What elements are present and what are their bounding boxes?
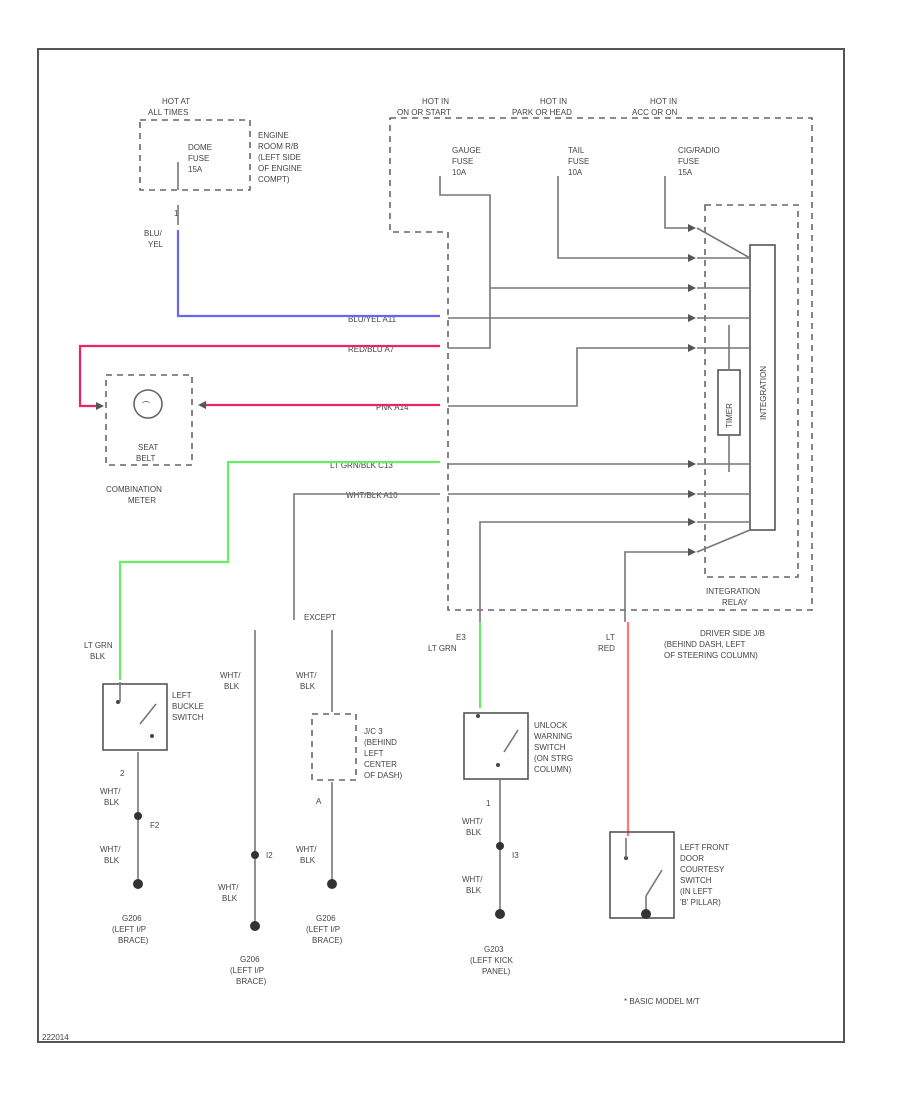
tail-fuse-feed [557, 176, 690, 259]
ground2-wire-label: WHT/BLK [218, 883, 239, 903]
ground-g203 [495, 909, 505, 919]
relay-bus-lines [696, 227, 751, 553]
wire-c13-label: LT GRN/BLK C13 [330, 461, 393, 470]
integration-relay-box [704, 204, 799, 578]
wire-a14-label: PNK A14 [376, 403, 409, 412]
ground-g206-b [250, 921, 260, 931]
jc3-box [311, 713, 357, 781]
wire-door-feed [624, 551, 690, 622]
left-buckle-switch[interactable] [102, 683, 168, 751]
buckle-contact-a [116, 700, 120, 704]
wire-a7-label: RED/BLU A7 [348, 345, 395, 354]
junction-block-box [389, 117, 813, 611]
gauge-fuse-feed [439, 176, 491, 349]
wht-blk-a10-wire [293, 493, 440, 620]
buckle-wire-label: WHT/BLK [100, 787, 121, 807]
footnote: * BASIC MODEL M/T [624, 997, 700, 1006]
blu-yel-pin: 1 [174, 209, 179, 218]
jc-ground-wire-label: WHT/BLK [296, 845, 317, 865]
relay-timer-label: TIMER [725, 403, 734, 428]
jc-pin-a: A [316, 797, 322, 806]
unlock-warning-switch[interactable] [463, 712, 529, 780]
seat-belt-lamp [133, 389, 163, 419]
jc-wire-label: WHT/BLK [296, 671, 317, 691]
ground-g206-c [327, 879, 337, 889]
splice-i2-label: I2 [266, 851, 273, 860]
blu-yel-wire [176, 230, 440, 318]
unlock-contact-b [496, 763, 500, 767]
blu-yel-label: BLU/YEL [144, 229, 164, 249]
unlock-wire-label: WHT/BLK [462, 817, 483, 837]
buckle-contact-b [150, 734, 154, 738]
lamp-glyph: ⌒ [142, 401, 150, 410]
wht-blk-mid-label: WHT/BLK [220, 671, 241, 691]
unlock-blade [503, 729, 519, 753]
door-blade [645, 869, 663, 897]
splice-i2 [251, 851, 259, 859]
door-ground [641, 909, 651, 919]
wire-a14-link [448, 347, 690, 407]
wire-unlock-feed [479, 521, 690, 622]
buckle-wire-label-2: WHT/BLK [100, 845, 121, 865]
lt-grn-blk-wire [118, 460, 440, 680]
ground-g206-a [133, 879, 143, 889]
left-front-door-switch[interactable] [609, 831, 675, 919]
relay-bar-label: INTEGRATION [759, 366, 768, 420]
relay-bar [749, 244, 776, 531]
relay-arrows [688, 224, 696, 556]
dome-fuse-box [139, 119, 251, 191]
diagram-frame [37, 48, 845, 1043]
buckle-pin: 2 [120, 769, 125, 778]
unlock-contact-a [476, 714, 480, 718]
unlock-wire-label-2: WHT/BLK [462, 875, 483, 895]
diagram-id: 222014 [42, 1033, 69, 1042]
red-blu-arrow [96, 402, 104, 410]
splice-f2-label: F2 [150, 821, 160, 830]
splice-i3 [496, 842, 504, 850]
red-blu-wire [78, 344, 440, 408]
wire-a11-label: BLU/YEL A11 [348, 315, 397, 324]
unlock-pin: 1 [486, 799, 491, 808]
wire-a10-label: WHT/BLK A10 [346, 491, 398, 500]
splice-i3-label: I3 [512, 851, 519, 860]
except-label: EXCEPT [304, 613, 336, 622]
cig-fuse-feed [664, 176, 690, 229]
splice-f2 [134, 812, 142, 820]
buckle-blade [139, 703, 157, 725]
pnk-arrow [198, 401, 206, 409]
